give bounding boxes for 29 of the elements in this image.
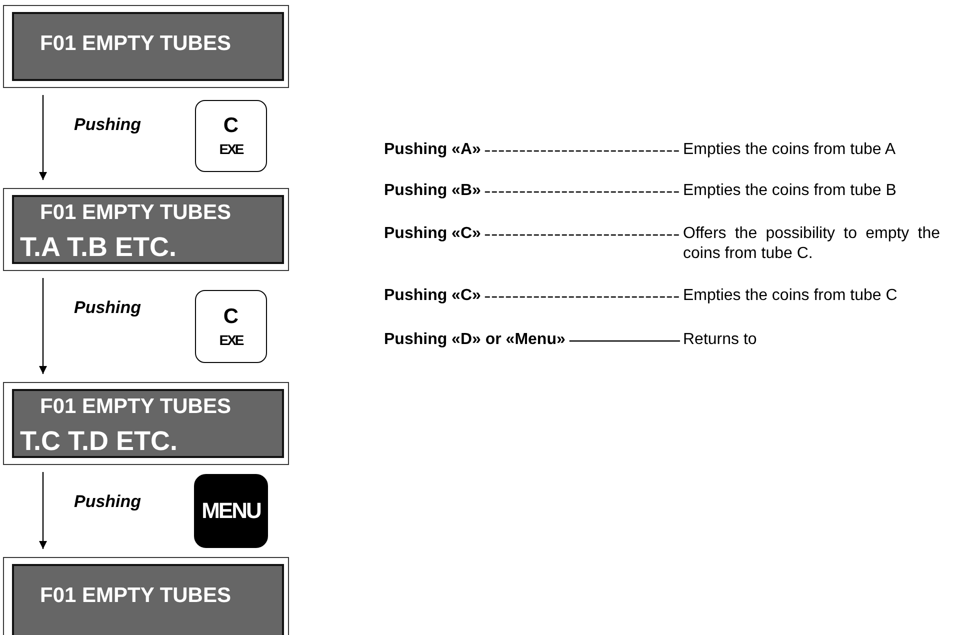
key-name: Pushing «D» or «Menu» bbox=[384, 330, 566, 350]
arrow bbox=[39, 95, 47, 180]
key-name: Pushing «C» bbox=[384, 224, 481, 244]
key-name: Pushing «C» bbox=[384, 286, 481, 306]
display-text: F01 EMPTY TUBES bbox=[40, 32, 231, 56]
display-text: T.A T.B ETC. bbox=[20, 232, 177, 263]
arrow bbox=[39, 472, 47, 549]
display-text: F01 EMPTY TUBES bbox=[40, 584, 231, 608]
key-name: Pushing «B» bbox=[384, 181, 481, 201]
key-name: Pushing «A» bbox=[384, 140, 481, 160]
display-screen bbox=[3, 5, 289, 88]
display-text: F01 EMPTY TUBES bbox=[40, 201, 231, 225]
edge-label: Pushing bbox=[74, 298, 142, 318]
display-text: F01 EMPTY TUBES bbox=[40, 395, 231, 419]
arrow bbox=[39, 278, 47, 374]
key-button: C EXE bbox=[195, 100, 267, 172]
description-text: Empties the coins from tube A bbox=[683, 140, 897, 160]
edge-label: Pushing bbox=[74, 492, 142, 512]
description-text: Empties the coins from tube C bbox=[683, 286, 898, 306]
description-text: Empties the coins from tube B bbox=[683, 181, 898, 201]
display-text: T.C T.D ETC. bbox=[20, 426, 178, 457]
edge-label: Pushing bbox=[74, 115, 142, 135]
display-screen bbox=[3, 557, 289, 635]
description-text: Returns to bbox=[683, 330, 758, 350]
key-button: MENU bbox=[194, 474, 268, 548]
display-screen bbox=[3, 382, 289, 465]
display-screen bbox=[3, 188, 289, 271]
description-text: Offers the possibility to empty the coins from tube C. bbox=[683, 224, 940, 264]
key-button: C EXE bbox=[195, 290, 267, 363]
